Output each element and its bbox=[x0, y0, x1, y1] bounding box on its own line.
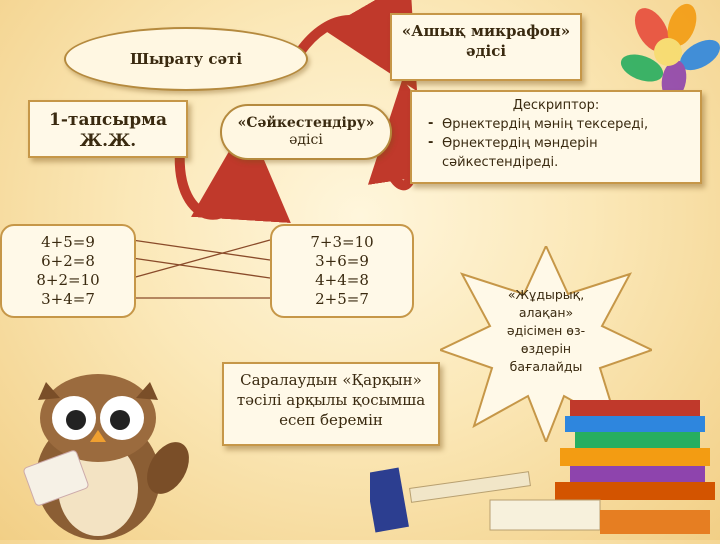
match-line-2 bbox=[131, 257, 271, 279]
books-illustration bbox=[365, 360, 720, 540]
task-box: 1-тапсырма Ж.Ж. bbox=[28, 100, 188, 158]
left-expr: 4+5=9 bbox=[41, 233, 95, 251]
matching-line1: «Сәйкестендіру» bbox=[237, 115, 375, 131]
right-expr: 3+6=9 bbox=[315, 252, 369, 270]
right-expr: 2+5=7 bbox=[315, 290, 369, 308]
left-expr: 8+2=10 bbox=[36, 271, 100, 289]
owl-illustration bbox=[8, 368, 198, 540]
bottom-line1: Саралаудын «Қарқын» bbox=[240, 371, 422, 389]
arrow-oval-to-mic bbox=[295, 0, 418, 92]
left-expr: 3+4=7 bbox=[41, 290, 95, 308]
warmup-oval: Шырату сәті bbox=[64, 27, 308, 91]
star-line: алақан» bbox=[518, 305, 574, 320]
task-line1: 1-тапсырма bbox=[49, 110, 167, 130]
descriptor-list: Өрнектердің мәнің тексереді, Өрнектердің… bbox=[418, 114, 694, 172]
right-expr: 7+3=10 bbox=[310, 233, 374, 251]
descriptor-box: Дескриптор: Өрнектердің мәнің тексереді,… bbox=[410, 90, 702, 184]
open-mic-line1: «Ашық микрафон» bbox=[401, 22, 571, 40]
star-shape bbox=[440, 246, 652, 442]
hands-logo-icon bbox=[612, 0, 720, 108]
right-expr: 4+4=8 bbox=[315, 271, 369, 289]
arrow-task-to-matching bbox=[174, 120, 291, 224]
task-line2: Ж.Ж. bbox=[79, 131, 137, 151]
star-line: бағалайды bbox=[509, 359, 583, 374]
left-expr: 6+2=8 bbox=[41, 252, 95, 270]
star-line: өздерін bbox=[520, 341, 572, 356]
self-assessment-star: «Жұдырық, алақан» әдісімен өз- өздерін б… bbox=[440, 246, 652, 442]
descriptor-item: Өрнектердің мәнің тексереді, bbox=[428, 114, 694, 134]
star-line: «Жұдырық, bbox=[507, 287, 585, 302]
match-line-3 bbox=[131, 239, 271, 279]
matching-oval: «Сәйкестендіру» әдісі bbox=[220, 104, 392, 160]
matching-line2: әдісі bbox=[289, 132, 323, 148]
warmup-text: Шырату сәті bbox=[129, 50, 243, 68]
bottom-note: Саралаудын «Қарқын» тәсілі арқылы қосымш… bbox=[222, 362, 440, 446]
descriptor-title: Дескриптор: bbox=[512, 98, 600, 113]
open-mic-line2: әдісі bbox=[465, 42, 507, 60]
open-mic-note: «Ашық микрафон» әдісі bbox=[390, 13, 582, 81]
star-line: әдісімен өз- bbox=[506, 323, 586, 338]
left-expressions: 4+5=9 6+2=8 8+2=10 3+4=7 bbox=[0, 224, 136, 318]
bottom-line3: есеп беремін bbox=[279, 411, 383, 429]
descriptor-item: Өрнектердің мәндерін сәйкестендіреді. bbox=[428, 133, 694, 172]
right-expressions: 7+3=10 3+6=9 4+4=8 2+5=7 bbox=[270, 224, 414, 318]
match-line-1 bbox=[131, 239, 271, 261]
bottom-line2: тәсілі арқылы қосымша bbox=[236, 391, 426, 409]
